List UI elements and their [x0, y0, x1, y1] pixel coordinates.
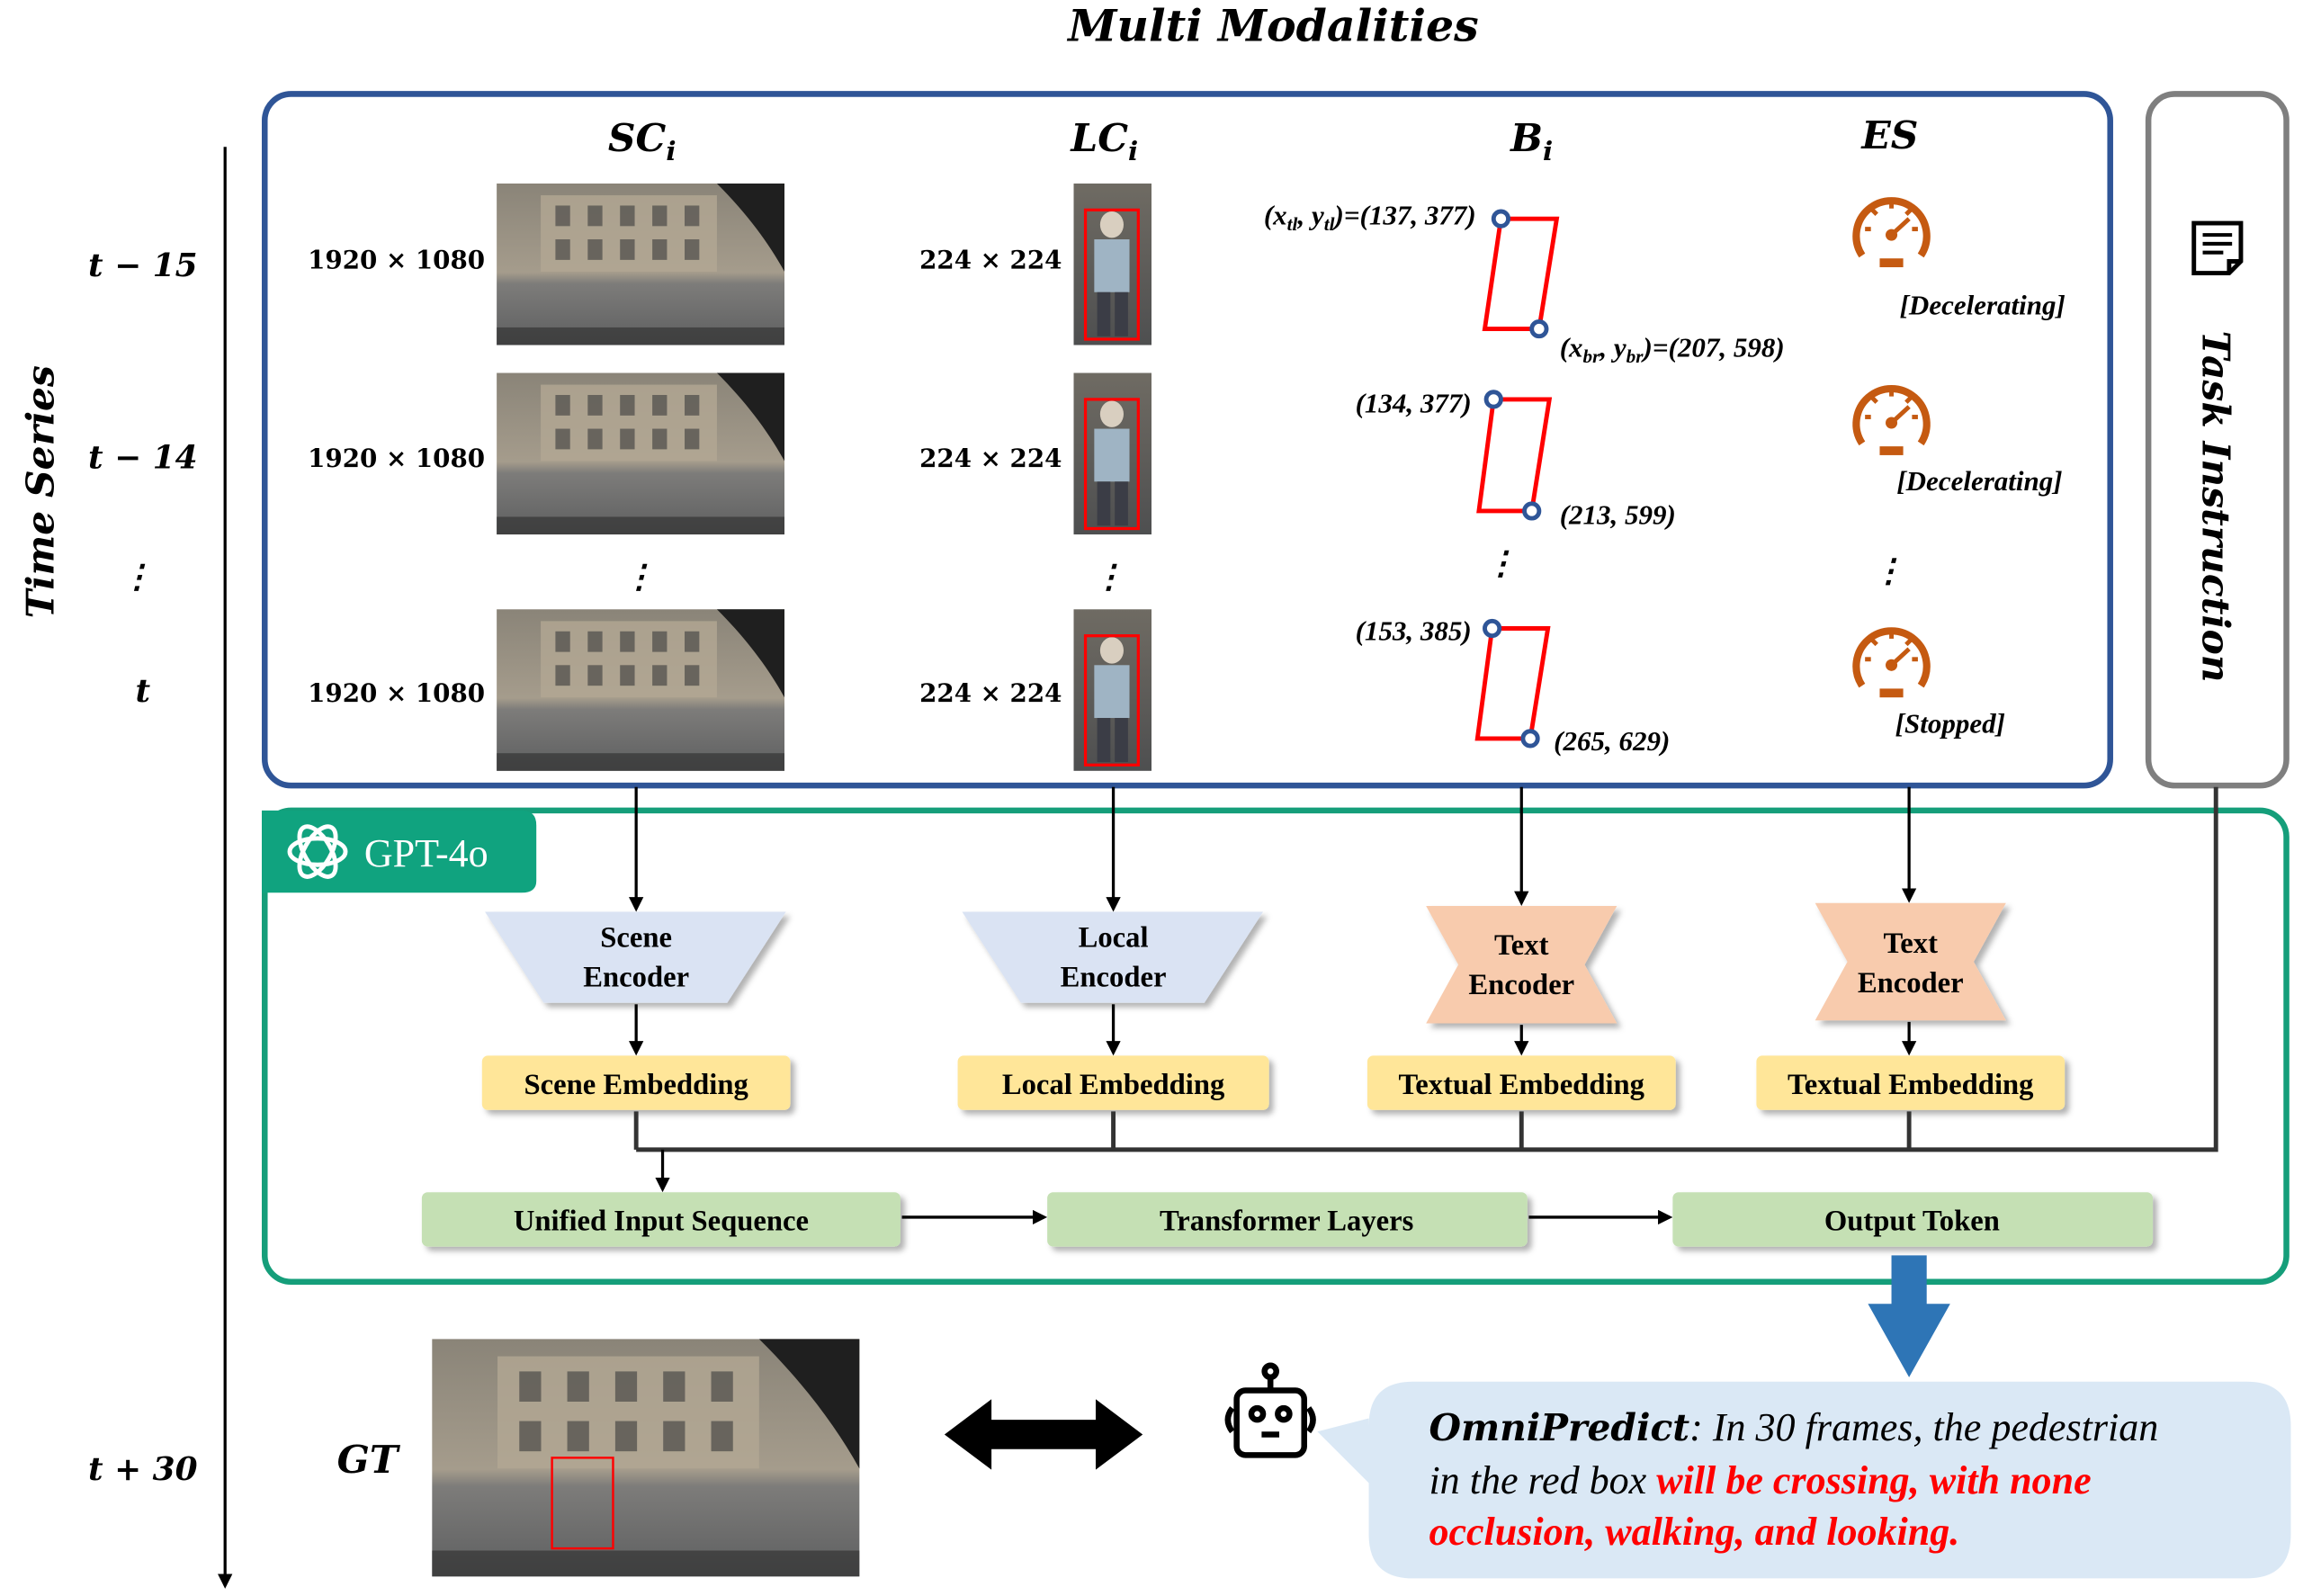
ellipsis: ⋮ [1872, 551, 1904, 589]
encoder-label: Text [1884, 928, 1939, 960]
time-tick: t + 30 [88, 1450, 198, 1488]
bounding-box [1482, 216, 1560, 332]
bottom-right-coordinate: (265, 629) [1554, 725, 1670, 757]
task-instruction-label: Task Instruction [2193, 331, 2238, 683]
scene-embedding [481, 1055, 791, 1110]
multi-modalities-panel [261, 91, 2113, 789]
scene-resolution: 1920 × 1080 [308, 246, 485, 275]
bottom-right-point [1520, 729, 1540, 749]
compare-double-arrow [944, 1399, 1143, 1470]
time-tick: t − 15 [88, 247, 198, 284]
openai-logo-icon [287, 824, 348, 879]
column-header-bbox: Bi [1510, 116, 1553, 166]
speedometer-icon [1856, 201, 1926, 267]
gpt4o-tab [261, 810, 537, 893]
embedding-label: Scene Embedding [524, 1069, 748, 1101]
merge-connector [633, 786, 2218, 1152]
ellipsis: ⋮ [1093, 558, 1125, 596]
column-header-local: LCi [1070, 116, 1138, 166]
top-left-point [1483, 390, 1503, 409]
diagram-title: Multi Modalities [1066, 0, 1479, 52]
top-left-point [1483, 618, 1502, 639]
speedometer-icon [1856, 631, 1926, 697]
bottom-right-point [1522, 501, 1542, 521]
column-header-scene: SCi [608, 116, 677, 166]
time-tick: t [136, 672, 151, 710]
time-tick: t − 14 [88, 439, 198, 477]
embedding-label: Local Embedding [1002, 1069, 1224, 1101]
pipeline-label: Unified Input Sequence [514, 1206, 809, 1238]
unified-input-sequence [421, 1192, 901, 1247]
prediction-line-1: OmniPredict: In 30 frames, the pedestria… [1429, 1405, 2158, 1449]
column-header-ego-speed: ES [1860, 113, 1918, 158]
scene-image [497, 609, 784, 771]
local-embedding [957, 1055, 1269, 1110]
encoder-label: Local [1079, 922, 1149, 955]
output-arrow [1868, 1255, 1950, 1377]
gt-label: GT [337, 1438, 401, 1483]
encoder-label: Encoder [1061, 962, 1167, 994]
scene-encoder [485, 911, 786, 1003]
speedometer-icon [1856, 389, 1926, 455]
scene-image [497, 184, 784, 345]
local-resolution: 224 × 224 [919, 246, 1062, 275]
text-encoder-ego [1815, 902, 2006, 1021]
pipeline-label: Transformer Layers [1160, 1206, 1413, 1238]
prediction-line-3: occlusion, walking, and looking. [1429, 1510, 1959, 1554]
time-series-label: Time Series [18, 365, 63, 618]
gpt4o-panel [261, 807, 2290, 1286]
encoder-label: Encoder [583, 962, 689, 994]
top-left-coordinate: (153, 385) [1356, 615, 1472, 647]
local-resolution: 224 × 224 [919, 444, 1062, 473]
bottom-right-point [1529, 318, 1549, 339]
model-name: GPT-4o [364, 831, 488, 875]
prediction-line-2: in the red box will be crossing, with no… [1429, 1458, 2091, 1502]
bounding-box [1474, 626, 1551, 741]
ego-speed-state: [Decelerating] [1900, 289, 2066, 320]
encoder-label: Encoder [1858, 967, 1964, 1000]
encoder-label: Text [1494, 929, 1549, 962]
pipeline-label: Output Token [1824, 1206, 2000, 1238]
textual-embedding-ego [1756, 1055, 2066, 1110]
prediction-bubble [1317, 1381, 2291, 1579]
local-crop-image [1071, 182, 1153, 347]
local-crop-image [1071, 371, 1153, 536]
bounding-box [1476, 397, 1553, 514]
local-resolution: 224 × 224 [919, 678, 1062, 708]
local-crop-image [1071, 607, 1153, 773]
text-encoder-bbox [1426, 905, 1617, 1024]
ellipsis: ⋮ [1484, 544, 1517, 582]
encoder-label: Encoder [1468, 969, 1574, 1001]
document-icon [2191, 220, 2244, 276]
time-tick: ⋮ [121, 558, 153, 596]
bottom-right-coordinate: (213, 599) [1560, 499, 1676, 531]
task-instruction-panel [2145, 91, 2290, 789]
robot-icon [1224, 1362, 1316, 1458]
encoder-label: Scene [600, 922, 672, 955]
transformer-layers [1047, 1192, 1528, 1247]
scene-resolution: 1920 × 1080 [308, 678, 485, 708]
scene-resolution: 1920 × 1080 [308, 444, 485, 473]
output-token [1672, 1192, 2154, 1247]
ground-truth-image [432, 1339, 860, 1577]
ellipsis: ⋮ [623, 558, 655, 596]
embedding-label: Textual Embedding [1399, 1069, 1644, 1101]
top-left-coordinate: (134, 377) [1356, 388, 1472, 419]
textual-embedding-bbox [1367, 1055, 1676, 1110]
bottom-right-coordinate: (xbr, ybr)=(207, 598) [1560, 332, 1785, 368]
ego-speed-state: [Stopped] [1895, 707, 2005, 739]
ego-speed-state: [Decelerating] [1896, 465, 2062, 497]
top-left-coordinate: (xtl, ytl)=(137, 377) [1264, 200, 1476, 236]
top-left-point [1491, 209, 1511, 229]
scene-image [497, 372, 784, 535]
embedding-label: Textual Embedding [1788, 1069, 2033, 1101]
local-encoder [962, 911, 1264, 1003]
